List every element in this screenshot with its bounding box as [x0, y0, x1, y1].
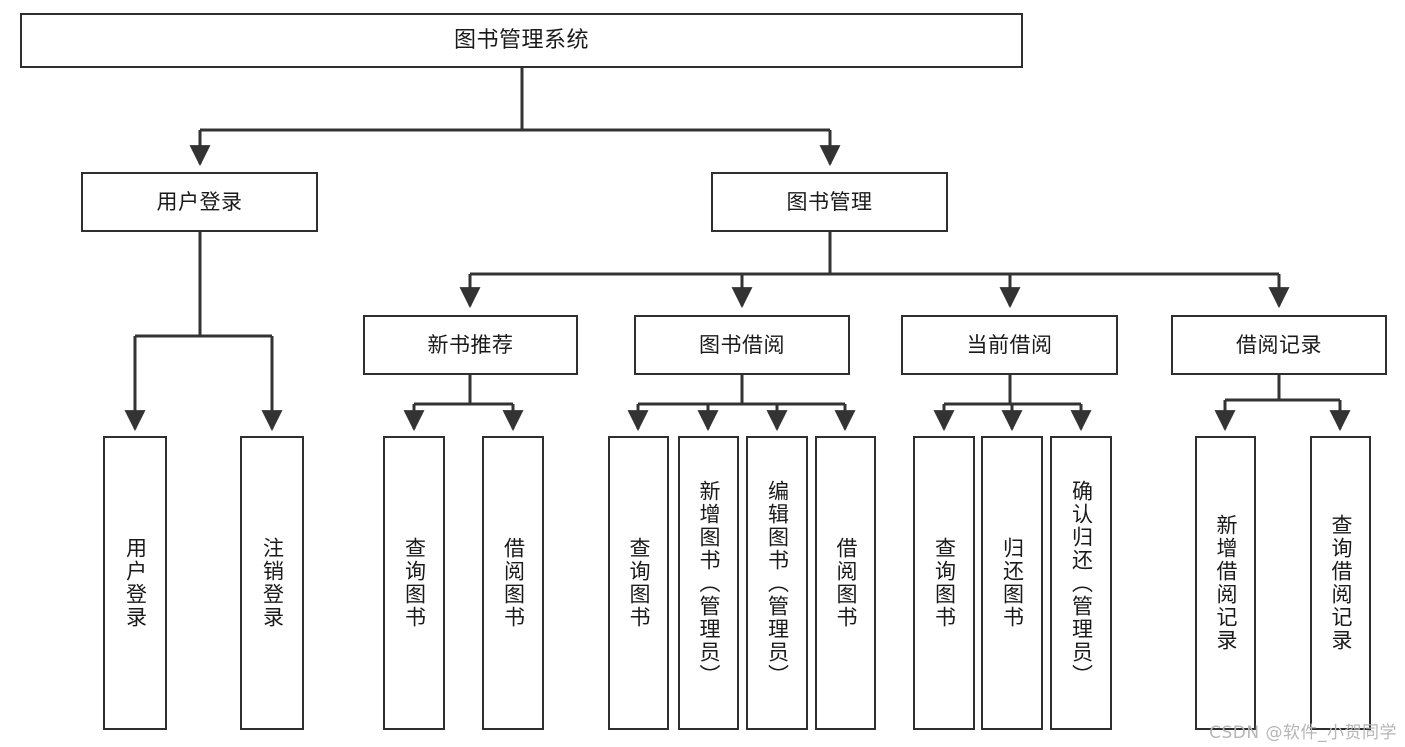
node-leaf-query-book-2[interactable]: 查询图书 — [608, 436, 669, 730]
node-user-login[interactable]: 用户登录 — [81, 172, 318, 232]
node-borrow-record[interactable]: 借阅记录 — [1171, 315, 1387, 375]
node-label: 新增借阅记录 — [1214, 514, 1238, 652]
node-leaf-borrow-book-1[interactable]: 借阅图书 — [482, 436, 544, 730]
node-label: 确认归还（管理员） — [1069, 479, 1094, 687]
node-leaf-query-book-1[interactable]: 查询图书 — [383, 436, 445, 730]
node-new-book-recommend[interactable]: 新书推荐 — [363, 315, 578, 375]
node-label: 新书推荐 — [427, 332, 514, 357]
node-label: 用户登录 — [156, 189, 243, 214]
node-label: 图书借阅 — [699, 332, 785, 357]
node-label: 查询借阅记录 — [1329, 514, 1353, 652]
node-current-borrow[interactable]: 当前借阅 — [901, 315, 1118, 375]
node-leaf-add-book[interactable]: 新增图书（管理员） — [678, 436, 739, 730]
node-label: 编辑图书（管理员） — [765, 479, 790, 687]
node-label: 借阅图书 — [501, 537, 526, 629]
node-label: 图书管理系统 — [453, 27, 589, 53]
node-leaf-edit-book[interactable]: 编辑图书（管理员） — [746, 436, 808, 730]
node-leaf-confirm-return[interactable]: 确认归还（管理员） — [1050, 436, 1112, 730]
node-label: 图书管理 — [786, 189, 873, 214]
node-label: 当前借阅 — [966, 332, 1053, 357]
node-label: 归还图书 — [1000, 537, 1025, 629]
node-label: 新增图书（管理员） — [697, 479, 721, 687]
node-leaf-borrow-book-2[interactable]: 借阅图书 — [815, 436, 876, 730]
node-book-borrow[interactable]: 图书借阅 — [634, 315, 850, 375]
node-leaf-user-login[interactable]: 用户登录 — [103, 436, 167, 730]
node-leaf-add-record[interactable]: 新增借阅记录 — [1195, 436, 1256, 730]
node-leaf-query-book-3[interactable]: 查询图书 — [913, 436, 975, 730]
node-book-management[interactable]: 图书管理 — [711, 172, 948, 232]
node-leaf-logout-login[interactable]: 注销登录 — [240, 436, 304, 730]
node-label: 查询图书 — [932, 537, 957, 629]
node-label: 用户登录 — [123, 537, 148, 629]
node-leaf-query-record[interactable]: 查询借阅记录 — [1310, 436, 1371, 730]
node-label: 借阅图书 — [834, 537, 858, 629]
node-label: 注销登录 — [260, 537, 285, 629]
node-leaf-return-book[interactable]: 归还图书 — [981, 436, 1043, 730]
csdn-watermark: CSDN @软件_小贺同学 — [1209, 723, 1397, 743]
node-label: 借阅记录 — [1236, 332, 1322, 357]
node-label: 查询图书 — [627, 537, 651, 629]
node-root-system[interactable]: 图书管理系统 — [20, 13, 1023, 68]
node-label: 查询图书 — [402, 537, 427, 629]
